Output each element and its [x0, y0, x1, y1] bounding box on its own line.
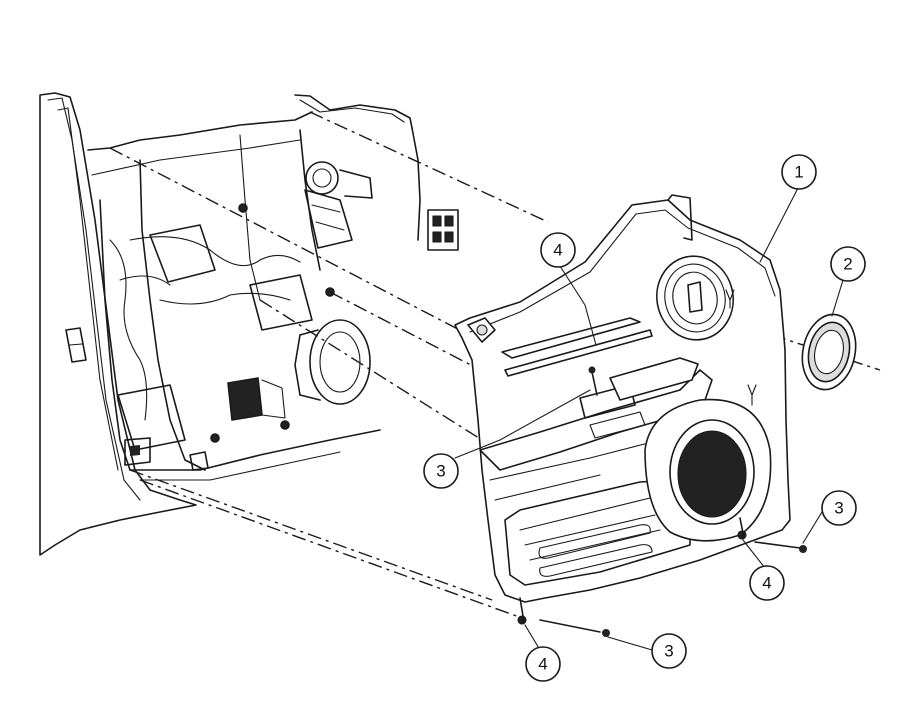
callout-4-right-label: 4 [762, 574, 771, 593]
callout-3-left-label: 3 [436, 462, 445, 481]
callout-1-label: 1 [794, 163, 803, 182]
callout-3-bottom: 3 [651, 633, 687, 669]
tweeter-grille [656, 255, 734, 341]
callout-3-right-label: 3 [834, 499, 843, 518]
leader-lines [454, 187, 844, 651]
main-speaker-grille [644, 398, 772, 542]
callout-3-right: 3 [821, 490, 857, 526]
control-module-illustration [227, 377, 286, 421]
callout-3-left: 3 [423, 453, 459, 489]
callout-2: 2 [830, 246, 866, 282]
callout-4-right: 4 [749, 565, 785, 601]
callout-4-top-label: 4 [553, 241, 562, 260]
callout-4-bottom-label: 4 [538, 655, 547, 674]
screw-bottom [539, 619, 610, 637]
speaker-trim-ring [801, 313, 857, 391]
screw-left [588, 366, 598, 396]
door-shell [39, 92, 459, 556]
callout-1: 1 [781, 154, 817, 190]
screw-right [754, 541, 807, 553]
window-motor-illustration [304, 161, 373, 249]
callout-3-bottom-label: 3 [664, 642, 673, 661]
door-trim-panel [454, 194, 791, 625]
connector-illustration [427, 209, 459, 251]
callout-4-bottom: 4 [525, 646, 561, 682]
door-speaker-inner-illustration [294, 319, 371, 405]
callout-2-label: 2 [843, 255, 852, 274]
callout-4-top: 4 [540, 232, 576, 268]
